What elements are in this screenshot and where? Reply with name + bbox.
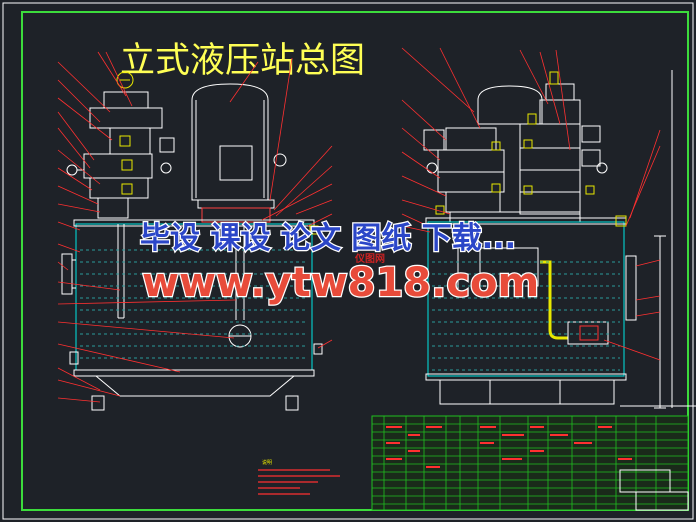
right-dimension-lines xyxy=(620,70,696,409)
right-view xyxy=(423,70,696,409)
parts-list-table xyxy=(371,415,689,511)
left-view xyxy=(61,71,323,411)
left-motor xyxy=(191,83,287,223)
drawing-frame xyxy=(21,11,689,511)
right-tank xyxy=(425,215,637,405)
left-tank xyxy=(61,219,323,411)
left-valve-stack xyxy=(66,71,175,219)
right-valve-blocks xyxy=(423,71,608,223)
right-fluid-hatch xyxy=(432,261,620,371)
watermark-url: www.ytw818.com xyxy=(142,260,539,306)
right-leader-lines xyxy=(401,47,661,361)
left-leader-lines xyxy=(57,51,333,403)
technical-notes: 说明 xyxy=(258,459,340,495)
watermark-logo-text: 仪图网 xyxy=(354,253,385,265)
watermark-slogan: 毕设 课设 论文 图纸 下载... xyxy=(140,221,516,256)
watermark: 毕设 课设 论文 图纸 下载... 仪图网 www.ytw818.com xyxy=(139,220,541,308)
left-fluid-hatch xyxy=(80,249,308,359)
drawing-title: 立式液压站总图 xyxy=(120,41,365,81)
notes-heading: 说明 xyxy=(262,459,272,466)
